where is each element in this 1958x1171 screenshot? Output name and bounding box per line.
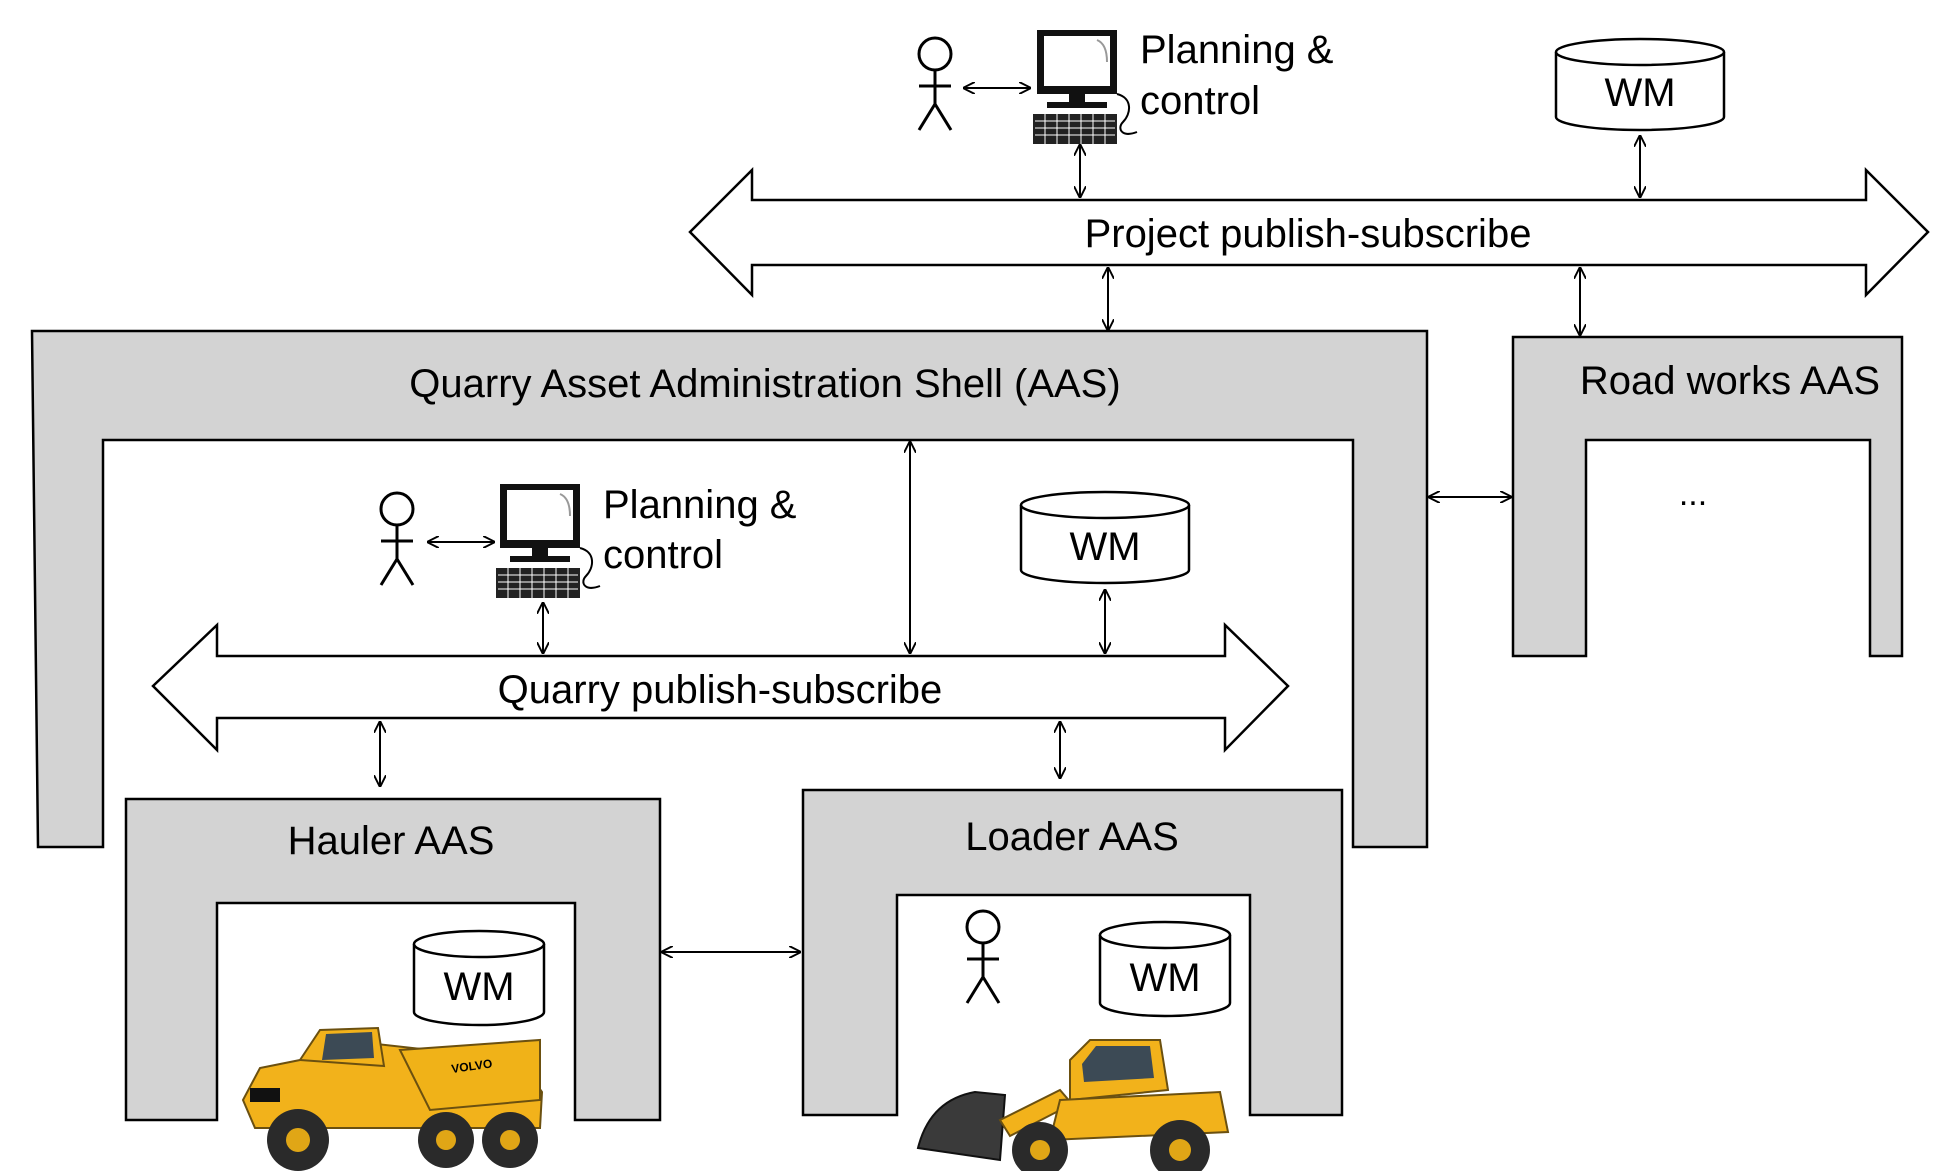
quarry-level: Planning & control WM Quarry publish-sub… — [151, 442, 1290, 786]
hauler-brand-label: VOLVO — [450, 1056, 493, 1076]
project-level: Planning & control WM Project publish-su… — [688, 28, 1930, 335]
quarry-bus-label: Quarry publish-subscribe — [498, 668, 943, 712]
database-cylinder-top — [1098, 920, 1232, 950]
project-computer-icon — [1032, 29, 1138, 145]
hauler-wm-database: WM — [412, 929, 546, 1027]
loader-aas-shell — [801, 788, 1344, 1117]
project-wm-database: WM — [1554, 37, 1726, 132]
road-works-ellipsis: ... — [1679, 475, 1707, 513]
hauler-wm-label: WM — [443, 965, 514, 1009]
quarry-aas-shell — [30, 329, 1429, 849]
quarry-wm-database: WM — [1019, 490, 1191, 585]
project-person-icon — [917, 36, 953, 132]
database-cylinder-icon — [1554, 52, 1726, 132]
project-planning-label-line1: Planning & — [1140, 28, 1334, 72]
quarry-person-icon — [379, 491, 415, 587]
hauler-aas-title: Hauler AAS — [288, 819, 495, 863]
road-works-aas-title: Road works AAS — [1580, 359, 1880, 403]
project-publish-subscribe-bus — [688, 166, 1930, 299]
project-bus-label: Project publish-subscribe — [1085, 212, 1532, 256]
loader-wm-database: WM — [1098, 920, 1232, 1018]
database-cylinder-top — [1019, 490, 1191, 520]
quarry-aas-title: Quarry Asset Administration Shell (AAS) — [409, 362, 1120, 406]
loader-aas-title: Loader AAS — [965, 815, 1179, 859]
hauler-aas-shell — [124, 797, 662, 1122]
loader-person-icon — [965, 909, 1001, 1005]
quarry-planning-label-line1: Planning & — [603, 483, 797, 527]
loader-wm-label: WM — [1129, 956, 1200, 1000]
database-cylinder-top — [1554, 37, 1726, 67]
quarry-publish-subscribe-bus — [151, 622, 1290, 754]
quarry-wm-label: WM — [1069, 525, 1140, 569]
hauler-truck-image: VOLVO — [241, 1026, 544, 1171]
project-wm-label: WM — [1604, 71, 1675, 115]
database-cylinder-icon — [412, 944, 546, 1027]
loader-vehicle-image — [910, 1020, 1240, 1171]
database-cylinder-icon — [1019, 505, 1191, 585]
database-cylinder-top — [412, 929, 546, 959]
quarry-planning-label-line2: control — [603, 533, 723, 577]
database-cylinder-icon — [1098, 935, 1232, 1018]
quarry-computer-icon — [495, 483, 601, 599]
road-works-aas-shell — [1511, 335, 1904, 658]
project-planning-label-line2: control — [1140, 79, 1260, 123]
